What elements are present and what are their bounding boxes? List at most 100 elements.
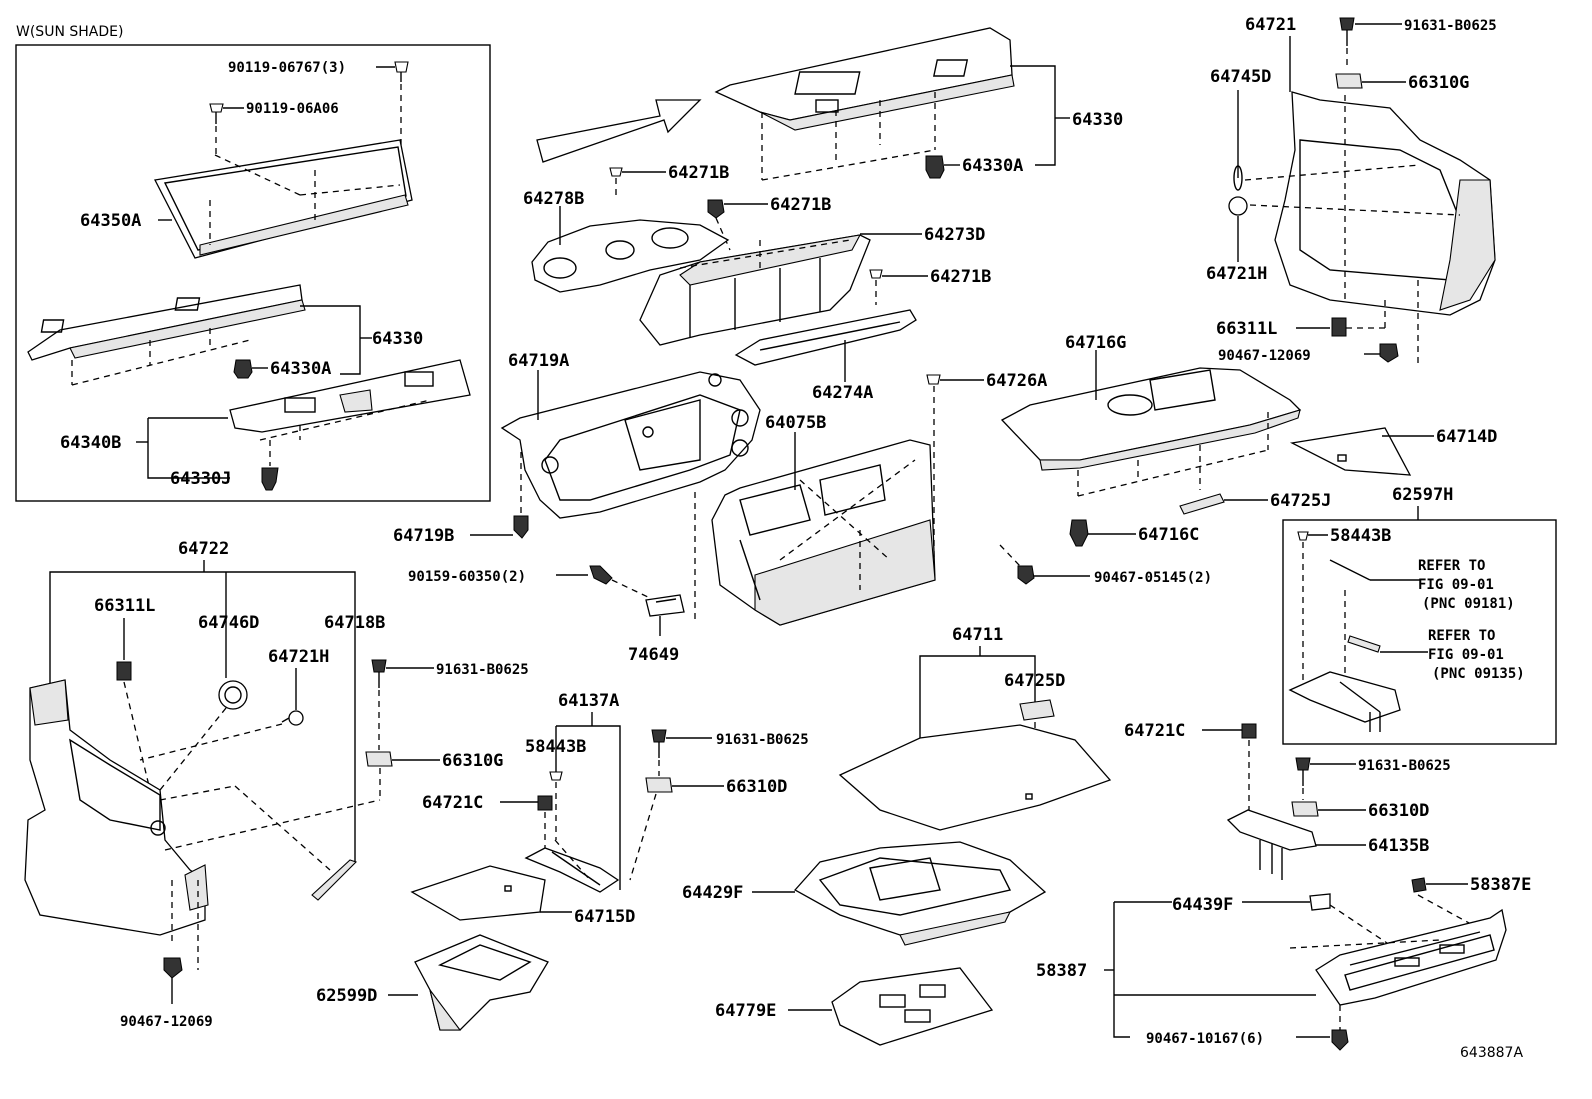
label-64725D: 64725D [1004,671,1065,691]
label-64721H-top: 64721H [1206,264,1267,284]
label-58387E: 58387E [1470,875,1531,895]
tray-64429F [793,841,1047,946]
inset-package-tray-trim [27,284,306,386]
cap-64721H-top [1228,196,1248,216]
label-66311L: 66311L [94,596,155,616]
bolt-91631-mid [371,659,387,688]
bracket-64274A [734,309,917,366]
sunshade-panel [154,139,413,259]
inset-title: W(SUN SHADE) [16,24,123,40]
refer1-line1: REFER TO [1418,558,1485,574]
label-66311L-top: 66311L [1216,319,1277,339]
cap-64721C-left [537,795,553,811]
inset-frame [15,44,491,502]
label-64746D: 64746D [198,613,259,633]
label-62597H: 62597H [1392,485,1453,505]
label-58387: 58387 [1036,961,1087,981]
duct-64273D [639,234,871,346]
inset-screw-1 [394,61,409,82]
label-74649: 74649 [628,645,679,665]
label-64274A: 64274A [812,383,873,403]
side-trim-64721 [1244,91,1496,316]
bolt-91631-c [651,729,667,758]
bracket-64137A [524,839,620,893]
refer2-line3: (PNC 09135) [1432,666,1525,682]
label-64350A: 64350A [80,211,141,231]
inset-sunshade-cover [229,359,471,441]
label-64711: 64711 [952,625,1003,645]
label-64271B-2: 64271B [770,195,831,215]
label-64278B: 64278B [523,189,584,209]
edge-64718B [311,859,358,901]
bolt-90159 [589,565,613,585]
bracket-74649 [645,594,685,617]
label-66310D-r: 66310D [1368,801,1429,821]
label-90119-06767: 90119-06767(3) [228,60,346,76]
clip-64719B [513,515,529,539]
label-91631-r: 91631-B0625 [1358,758,1451,774]
label-64714D: 64714D [1436,427,1497,447]
label-90467-12069-top: 90467-12069 [1218,348,1311,364]
label-64718B: 64718B [324,613,385,633]
inset-clip-64330J [261,467,279,491]
label-64721H: 64721H [268,647,329,667]
clip-64716C [1069,519,1089,547]
clip-64725D [1019,699,1055,721]
label-64716C: 64716C [1138,525,1199,545]
side-trim-64722 [24,679,381,936]
cap-64721H [281,710,304,726]
inset-screw-2 [209,103,224,124]
label-90159-60350: 90159-60350(2) [408,569,526,585]
package-tray-trim [714,27,1015,181]
nut-66310G-top [1335,73,1363,89]
clip-64271B-1 [609,167,623,177]
figure-number: 643887A [1460,1045,1523,1061]
clip-64726A [926,374,941,385]
module-09135 [1347,635,1381,653]
inset-clip-64330A [233,359,253,379]
tray-bracket-62597H [1288,671,1401,732]
duct-64278B [531,219,730,293]
label-90467-10167: 90467-10167(6) [1146,1031,1264,1047]
label-64719A: 64719A [508,351,569,371]
cap-64746D [218,680,248,710]
clip-90467-12069-top [1379,343,1399,363]
label-90467-12069: 90467-12069 [120,1014,213,1030]
clip-64330A [925,155,945,179]
bolt-58443B-inset [1297,531,1309,541]
label-64271B-3: 64271B [930,267,991,287]
label-62599D: 62599D [316,986,377,1006]
refer2-line1: REFER TO [1428,628,1495,644]
scuff-plate-58387 [1289,908,1507,1030]
label-64715D: 64715D [574,907,635,927]
label-64273D: 64273D [924,225,985,245]
label-64722: 64722 [178,539,229,559]
label-64340B: 64340B [60,433,121,453]
label-66310G-top: 66310G [1408,73,1469,93]
label-64330J: 64330J [170,469,231,489]
label-64137A: 64137A [558,691,619,711]
label-64726A: 64726A [986,371,1047,391]
label-64721C-right: 64721C [1124,721,1185,741]
cover-64779E [831,967,994,1046]
label-64330: 64330 [1072,110,1123,130]
nut-66310D [645,777,673,793]
clip-64271B-3 [869,269,883,279]
bolt-91631-r [1295,757,1311,786]
label-66310G: 66310G [442,751,503,771]
label-91631-c: 91631-B0625 [716,732,809,748]
label-66310D: 66310D [726,777,787,797]
label-64719B: 64719B [393,526,454,546]
label-64135B: 64135B [1368,836,1429,856]
label-91631-top: 91631-B0625 [1404,18,1497,34]
floor-trim-64716G [1000,367,1302,497]
label-64429F: 64429F [682,883,743,903]
label-64779E: 64779E [715,1001,776,1021]
label-64745D: 64745D [1210,67,1271,87]
trim-panel-64719A [500,371,761,519]
cap-64721C-right [1241,723,1257,739]
label-91631-mid: 91631-B0625 [436,662,529,678]
clip-90467-05145 [1017,565,1035,585]
